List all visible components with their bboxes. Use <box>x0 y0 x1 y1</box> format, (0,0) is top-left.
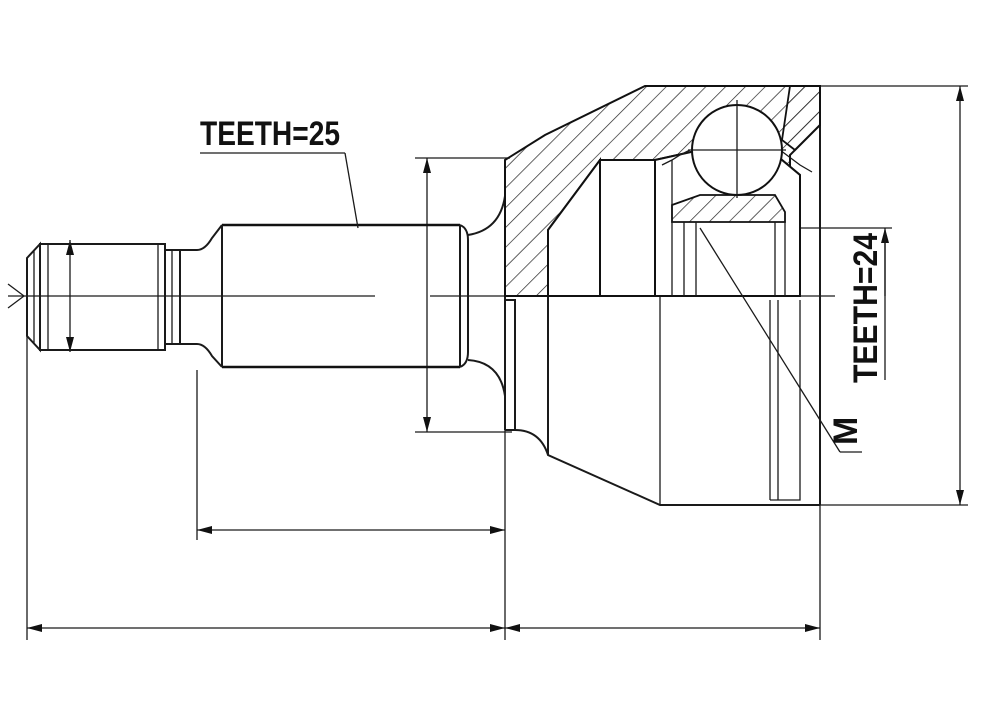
dimension-lines <box>26 85 968 640</box>
shaft <box>26 195 506 397</box>
shaft-teeth-label: TEETH=25 <box>200 115 340 153</box>
housing-teeth-label: TEETH=24 <box>847 233 885 383</box>
thread-label: M <box>827 417 865 445</box>
housing-section <box>504 85 821 297</box>
leader-lines <box>200 152 886 453</box>
labels: TEETH=25 TEETH=24 M <box>200 115 885 445</box>
housing <box>504 86 821 506</box>
